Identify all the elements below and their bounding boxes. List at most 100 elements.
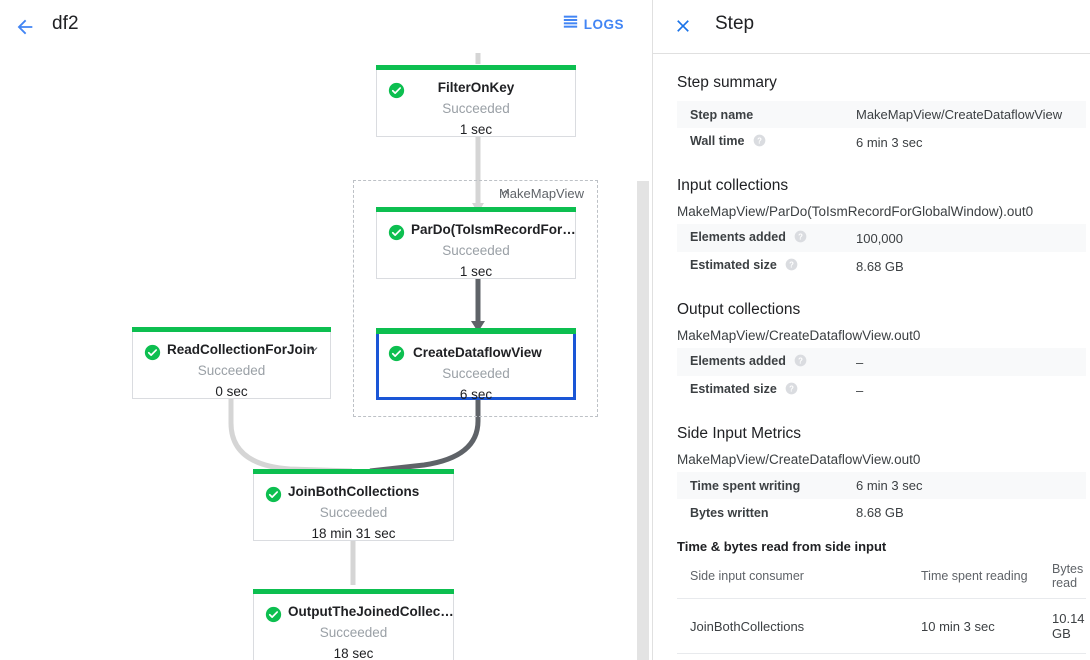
node-title: JoinBothCollections [288, 484, 420, 499]
cell-side-input-consumer: JoinBothCollections [677, 598, 908, 654]
logs-label: LOGS [583, 16, 624, 32]
top-bar: df2 LOGS [0, 0, 652, 54]
step-panel-title: Step [715, 13, 755, 34]
row-value: – [856, 382, 864, 398]
help-icon[interactable]: ? [785, 382, 798, 398]
table-row: Estimated size ? – [677, 376, 1086, 404]
pipeline-graph-canvas[interactable]: MakeMapView FilterOnKey [0, 53, 652, 660]
help-icon[interactable]: ? [785, 258, 798, 274]
side-input-metrics-heading: Side Input Metrics [677, 425, 802, 442]
step-panel-header: Step [653, 0, 1090, 54]
row-value: MakeMapView/CreateDataflowView [856, 107, 1063, 122]
node-duration: 18 min 31 sec [311, 526, 396, 541]
step-details-panel: Step Step summary Step name MakeMapView/… [653, 0, 1090, 660]
row-key: Time spent writing [690, 478, 801, 493]
row-key: Wall time [690, 134, 745, 148]
column-header-bytes-read: Bytes read [1039, 557, 1086, 599]
check-circle-icon [388, 345, 405, 362]
row-value: 6 min 3 sec [856, 134, 923, 150]
node-duration: 1 sec [459, 122, 493, 137]
table-row: Elements added ? 100,000 [677, 224, 1086, 252]
subgraph-group-makemapview[interactable]: MakeMapView [353, 180, 598, 417]
node-title: CreateDataflowView [413, 345, 542, 360]
column-header-side-input-consumer: Side input consumer [677, 557, 908, 599]
chevron-down-icon[interactable] [307, 343, 321, 357]
graph-node-create-dataflow-view[interactable]: CreateDataflowView Succeeded 6 sec [376, 328, 576, 402]
node-title: ReadCollectionForJoin [167, 342, 315, 357]
table-row: Elements added ? – [677, 348, 1086, 376]
arrow-left-icon[interactable] [10, 12, 40, 42]
node-status-bar [376, 207, 576, 212]
node-status-bar [376, 65, 576, 70]
graph-node-join-both-collections[interactable]: JoinBothCollections Succeeded 18 min 31 … [253, 469, 454, 541]
node-status-bar [253, 469, 454, 474]
close-icon[interactable] [670, 13, 696, 39]
table-header-row: Side input consumer Time spent reading B… [677, 557, 1086, 599]
graph-scrollbar[interactable] [636, 53, 650, 660]
check-circle-icon [265, 606, 282, 623]
node-status-bar [253, 589, 454, 594]
logs-button[interactable]: LOGS [563, 14, 624, 34]
node-duration: 18 sec [333, 646, 374, 660]
svg-text:?: ? [757, 136, 762, 145]
job-graph-pane: df2 LOGS [0, 0, 652, 660]
list-icon [563, 14, 578, 34]
group-collapse-control[interactable]: MakeMapView [499, 186, 589, 201]
side-input-read-subheading: Time & bytes read from side input [677, 539, 887, 554]
cell-bytes-read: 10.14 GB [1039, 598, 1086, 654]
graph-scrollbar-thumb[interactable] [637, 181, 649, 660]
cell-time-spent-reading: 10 min 3 sec [908, 598, 1039, 654]
help-icon[interactable]: ? [794, 230, 807, 246]
table-row: Time spent writing 6 min 3 sec [677, 472, 1086, 499]
input-collection-name: MakeMapView/ParDo(ToIsmRecordForGlobalWi… [677, 204, 1034, 219]
step-summary-heading: Step summary [677, 74, 777, 91]
row-key: Estimated size [690, 258, 777, 272]
graph-node-read-collection-for-join[interactable]: ReadCollectionForJoin Succeeded 0 sec [132, 327, 331, 399]
row-key: Estimated size [690, 382, 777, 396]
help-icon[interactable]: ? [794, 354, 807, 370]
row-value: 8.68 GB [856, 505, 904, 520]
node-title: FilterOnKey [437, 80, 515, 95]
node-status: Succeeded [319, 625, 388, 640]
help-icon[interactable]: ? [753, 134, 766, 150]
input-collections-heading: Input collections [677, 177, 789, 194]
row-value: 6 min 3 sec [856, 478, 923, 493]
node-duration: 6 sec [459, 387, 493, 402]
check-circle-icon [144, 344, 161, 361]
node-duration: 1 sec [459, 264, 493, 279]
graph-node-filter-on-key[interactable]: FilterOnKey Succeeded 1 sec [376, 65, 576, 137]
node-status-bar [376, 328, 576, 334]
row-key: Elements added [690, 354, 786, 368]
table-row: Wall time ? 6 min 3 sec [677, 128, 1086, 156]
output-collections-table: Elements added ? – Estimated size [677, 348, 1086, 404]
node-status-bar [132, 327, 331, 332]
column-header-time-spent-reading: Time spent reading [908, 557, 1039, 599]
node-title: OutputTheJoinedCollec… [288, 604, 453, 619]
table-row: JoinBothCollections 10 min 3 sec 10.14 G… [677, 598, 1086, 654]
input-collections-table: Elements added ? 100,000 Estimated size [677, 224, 1086, 280]
side-input-metrics-table: Time spent writing 6 min 3 sec Bytes wri… [677, 472, 1086, 526]
row-value: – [856, 354, 864, 370]
check-circle-icon [388, 82, 405, 99]
svg-text:?: ? [789, 260, 794, 269]
side-input-read-table: Side input consumer Time spent reading B… [677, 557, 1086, 654]
node-status: Succeeded [319, 505, 388, 520]
step-panel-body: Step summary Step name MakeMapView/Creat… [653, 54, 1090, 654]
graph-node-pardo-toismrecordfor[interactable]: ParDo(ToIsmRecordFor… Succeeded 1 sec [376, 207, 576, 279]
group-label: MakeMapView [498, 186, 584, 201]
svg-text:?: ? [798, 356, 803, 365]
svg-text:?: ? [789, 384, 794, 393]
node-title: ParDo(ToIsmRecordFor… [411, 222, 575, 237]
output-collections-heading: Output collections [677, 301, 801, 318]
row-key: Step name [690, 107, 754, 122]
node-status: Succeeded [197, 363, 266, 378]
row-value: 100,000 [856, 230, 903, 246]
table-row: Bytes written 8.68 GB [677, 499, 1086, 526]
row-value: 8.68 GB [856, 258, 904, 274]
table-row: Estimated size ? 8.68 GB [677, 252, 1086, 280]
side-input-collection-name: MakeMapView/CreateDataflowView.out0 [677, 452, 921, 467]
row-key: Elements added [690, 230, 786, 244]
output-collection-name: MakeMapView/CreateDataflowView.out0 [677, 328, 921, 343]
graph-node-output-the-joined-collec[interactable]: OutputTheJoinedCollec… Succeeded 18 sec [253, 589, 454, 660]
